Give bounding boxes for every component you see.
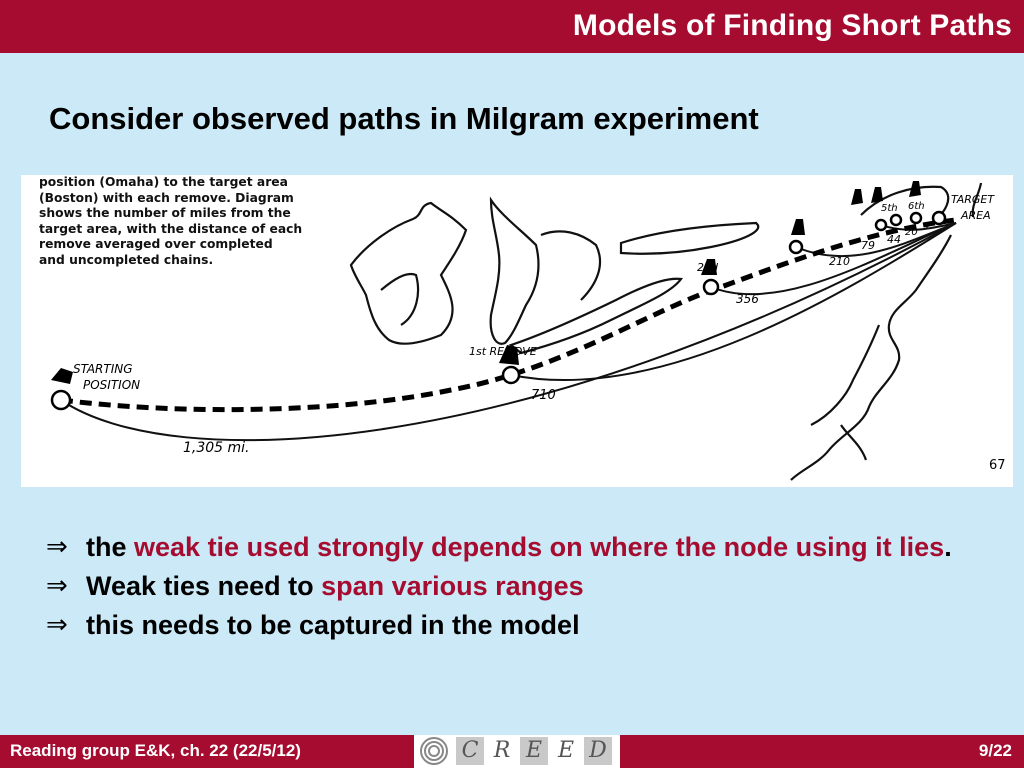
caption-line: shows the number of miles from the bbox=[39, 206, 291, 221]
bullet-text: Weak ties need to bbox=[86, 571, 322, 601]
footer-right: 9/22 bbox=[620, 735, 1024, 768]
bullet-highlight: weak tie used strongly depends on where … bbox=[134, 532, 945, 562]
spiral-logo-icon bbox=[420, 737, 448, 765]
map-labels: STARTING POSITION 1st REMOVE 2nd 1,305 m… bbox=[73, 193, 1006, 473]
label-target-line2: AREA bbox=[960, 209, 991, 222]
title-bar: Models of Finding Short Paths bbox=[0, 0, 1024, 53]
logo-letter: R bbox=[488, 737, 516, 765]
caption-line: (Boston) with each remove. Diagram bbox=[39, 190, 294, 205]
label-sixth-remove: 6th bbox=[908, 201, 925, 212]
label-target-line1: TARGET bbox=[951, 193, 995, 206]
caption-line: position (Omaha) to the target area bbox=[39, 175, 288, 189]
direct-distance-lines bbox=[60, 222, 957, 442]
bullet-text: this needs to be captured in the model bbox=[86, 610, 580, 640]
milgram-map-figure: STARTING POSITION 1st REMOVE 2nd 1,305 m… bbox=[21, 175, 1013, 487]
caption-line: remove averaged over completed bbox=[39, 237, 273, 252]
bullet-item: ⇒ Weak ties need to span various ranges bbox=[46, 567, 996, 606]
walker-figures bbox=[51, 181, 921, 384]
slide-title: Models of Finding Short Paths bbox=[572, 9, 1012, 42]
caption-line: target area, with the distance of each bbox=[39, 221, 303, 236]
label-710: 710 bbox=[531, 388, 556, 403]
map-drawing: STARTING POSITION 1st REMOVE 2nd 1,305 m… bbox=[50, 181, 1006, 481]
coastline bbox=[790, 182, 983, 481]
footer-left: Reading group E&K, ch. 22 (22/5/12) bbox=[0, 735, 414, 768]
slide-heading: Consider observed paths in Milgram exper… bbox=[49, 101, 759, 136]
bullet-list: ⇒ the weak tie used strongly depends on … bbox=[46, 528, 996, 645]
label-start-line1: STARTING bbox=[73, 362, 133, 376]
label-44: 44 bbox=[887, 233, 901, 246]
label-210: 210 bbox=[829, 255, 850, 268]
great-lakes-outline bbox=[349, 185, 950, 355]
creed-logo: C R E E D bbox=[414, 735, 620, 768]
label-second-remove: 2nd bbox=[697, 261, 719, 274]
bullet-item: ⇒ this needs to be captured in the model bbox=[46, 606, 996, 645]
implies-arrow-icon: ⇒ bbox=[46, 532, 68, 562]
remove-nodes bbox=[50, 210, 947, 411]
bullet-highlight: span various ranges bbox=[321, 571, 584, 601]
bullet-text: the bbox=[86, 532, 135, 562]
logo-letter: D bbox=[584, 737, 612, 765]
caption-line: and uncompleted chains. bbox=[39, 252, 214, 267]
observed-path-dashed bbox=[60, 217, 957, 413]
implies-arrow-icon: ⇒ bbox=[46, 571, 68, 601]
implies-arrow-icon: ⇒ bbox=[46, 610, 68, 640]
logo-letter: E bbox=[552, 737, 580, 765]
footer-title: Reading group E&K, ch. 22 (22/5/12) bbox=[10, 741, 301, 760]
logo-letter: C bbox=[456, 737, 484, 765]
bullet-suffix: . bbox=[944, 532, 952, 562]
label-1305-miles: 1,305 mi. bbox=[183, 440, 250, 456]
figure-caption: position (Omaha) to the target area (Bos… bbox=[39, 175, 339, 269]
page-number: 9/22 bbox=[978, 741, 1012, 760]
label-20: 20 bbox=[905, 227, 918, 238]
label-fifth-remove: 5th bbox=[881, 203, 898, 214]
label-first-remove: 1st REMOVE bbox=[469, 345, 537, 358]
label-356: 356 bbox=[736, 292, 759, 306]
figure-page-ref: 67 bbox=[989, 458, 1006, 473]
bullet-item: ⇒ the weak tie used strongly depends on … bbox=[46, 528, 996, 567]
label-79: 79 bbox=[861, 239, 875, 252]
logo-letter: E bbox=[520, 737, 548, 765]
label-start-line2: POSITION bbox=[83, 378, 140, 392]
